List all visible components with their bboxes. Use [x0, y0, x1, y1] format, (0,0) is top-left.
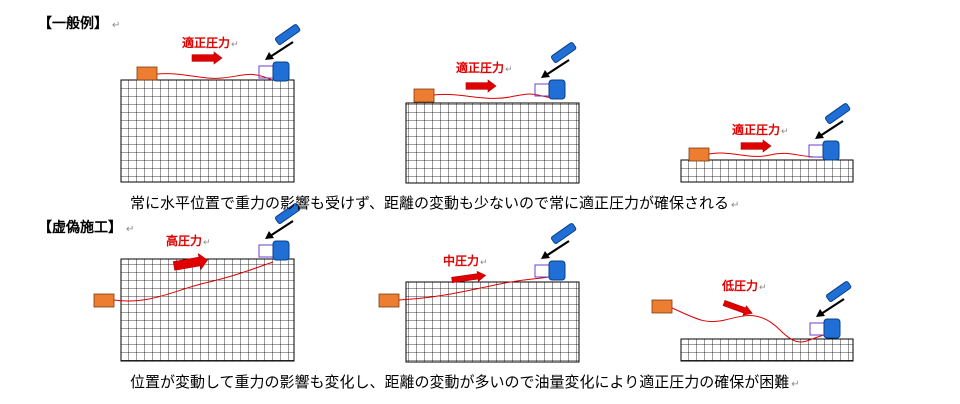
pointer-arrow-head — [541, 251, 550, 259]
panel-general-3: 適正圧力↵ — [680, 103, 854, 183]
guide-box — [808, 144, 824, 158]
pointer-arrow-line — [269, 41, 294, 58]
edit-mark-icon: ↵ — [203, 238, 211, 248]
pump-icon — [548, 79, 566, 100]
source-box — [413, 88, 435, 103]
pump-handle-icon — [274, 24, 301, 45]
fake-caption-text: 位置が変動して重力の影響も変化し、距離の変動が多いので油量変化により適正圧力の確… — [130, 373, 790, 391]
general-caption: 常に水平位置で重力の影響も受けず、距離の変動も少ないので常に適正圧力が確保される… — [130, 192, 739, 213]
panel-general-2: 適正圧力↵ — [405, 42, 580, 184]
panel-general-1: 適正圧力↵ — [120, 24, 301, 183]
hose-line — [113, 261, 274, 302]
general-heading-text: 【一般例】 — [38, 16, 108, 32]
panel-fake-1: 高圧力↵ — [93, 203, 301, 362]
hose-line — [433, 93, 553, 99]
edit-mark-icon: ↵ — [231, 40, 239, 50]
pointer-arrow-line — [269, 220, 294, 237]
grid-block — [405, 102, 580, 184]
fake-heading: 【虚偽施工】 ↵ — [38, 217, 134, 237]
guide-box — [534, 264, 550, 278]
pump-handle-icon — [550, 42, 577, 63]
general-caption-text: 常に水平位置で重力の影響も受けず、距離の変動も少ないので常に適正圧力が確保される — [130, 194, 729, 212]
edit-mark-icon: ↵ — [791, 379, 800, 390]
pointer-arrow-head — [265, 52, 274, 60]
pressure-label: 中圧力 — [443, 253, 479, 268]
edit-mark-icon: ↵ — [505, 65, 513, 75]
source-box — [378, 293, 400, 308]
pressure-arrow — [451, 270, 487, 284]
edit-mark-icon: ↵ — [730, 200, 740, 211]
pointer-arrow-head — [816, 309, 825, 317]
guide-box — [258, 244, 274, 258]
pump-handle-icon — [824, 103, 851, 124]
fake-heading-text: 【虚偽施工】 — [38, 220, 122, 236]
pump-icon — [822, 140, 840, 161]
pump-icon — [548, 260, 566, 281]
grid-block — [680, 338, 854, 362]
source-box — [688, 147, 710, 162]
grid-block — [120, 258, 295, 362]
pointer-arrow-line — [545, 240, 570, 257]
pointer-arrow-head — [541, 70, 550, 78]
grid-block — [120, 79, 295, 183]
pressure-arrow — [191, 51, 223, 65]
source-box — [136, 66, 158, 81]
pressure-arrow — [172, 252, 208, 271]
hose-line — [398, 276, 550, 301]
edit-mark-icon: ↵ — [759, 283, 767, 293]
hose-line — [156, 73, 273, 81]
pressure-label: 低圧力 — [721, 278, 758, 293]
edit-mark-icon: ↵ — [781, 127, 789, 137]
guide-box — [809, 322, 825, 336]
pump-icon — [823, 318, 841, 339]
pressure-label: 適正圧力 — [732, 122, 780, 137]
pump-icon — [272, 61, 290, 82]
pump-handle-icon — [825, 281, 852, 302]
panel-fake-3: 低圧力↵ — [651, 278, 854, 362]
pressure-label: 適正圧力 — [456, 60, 504, 75]
pointer-arrow-head — [265, 231, 274, 239]
edit-mark-icon: ↵ — [480, 258, 488, 268]
panel-fake-2: 中圧力↵ — [378, 223, 580, 363]
source-box — [651, 299, 673, 314]
pump-handle-icon — [550, 223, 577, 244]
edit-mark-icon: ↵ — [112, 20, 121, 31]
general-heading: 【一般例】 ↵ — [38, 13, 120, 33]
pointer-arrow-line — [819, 120, 844, 137]
pressure-arrow — [740, 139, 772, 153]
pressure-arrow — [722, 300, 753, 316]
pressure-label: 高圧力 — [166, 233, 202, 248]
pump-handle-icon — [274, 203, 301, 224]
pointer-arrow-line — [545, 59, 570, 76]
pressure-label: 適正圧力 — [182, 35, 230, 50]
pointer-arrow-head — [815, 131, 824, 139]
grid-block — [680, 159, 854, 183]
pressure-arrow — [465, 79, 497, 93]
guide-box — [534, 83, 550, 97]
grid-block — [405, 281, 580, 363]
pump-icon — [272, 240, 290, 261]
edit-mark-icon: ↵ — [126, 224, 135, 235]
hose-line — [671, 307, 825, 343]
pointer-arrow-line — [820, 298, 845, 315]
source-box — [93, 293, 115, 308]
fake-caption: 位置が変動して重力の影響も変化し、距離の変動が多いので油量変化により適正圧力の確… — [130, 371, 800, 392]
hose-line — [708, 152, 823, 158]
